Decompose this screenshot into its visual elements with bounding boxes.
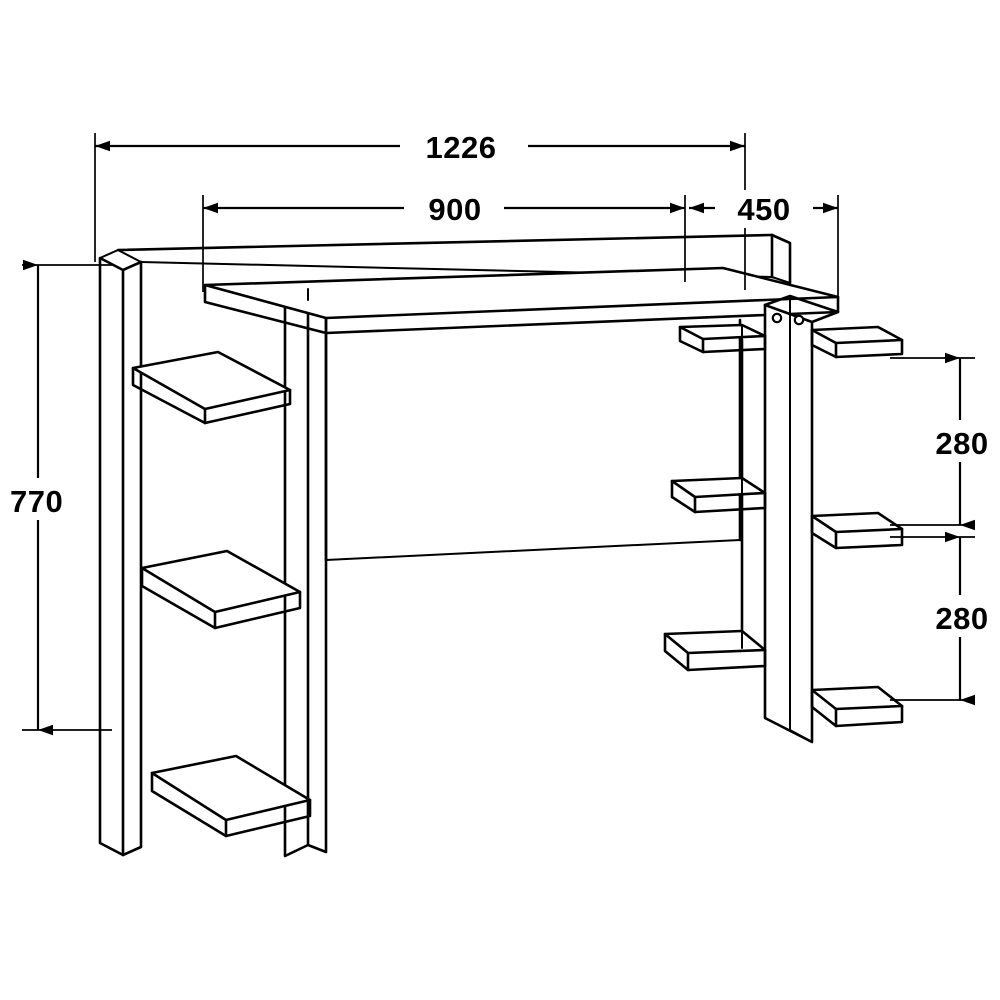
right-inner-shelf-upper [678,323,767,354]
dimension-label-overall-width: 1226 [426,130,497,165]
mounting-hole-2 [793,314,805,326]
dimension-label-desk-width: 900 [428,192,481,227]
left-outer-panel [98,249,143,857]
right-outer-shelf-upper [810,325,904,359]
left-shelf-middle [140,549,302,630]
right-outer-shelf-middle [810,511,904,550]
dimension-annotations: 1226 900 450 770 [6,128,1000,736]
dimension-label-overall-height: 770 [10,484,63,519]
dimension-label-right-section-width: 450 [737,192,790,227]
dimension-label-shelf-gap-lower: 280 [935,601,988,636]
left-shelf-bottom [150,754,312,838]
right-inner-shelf-middle [670,476,767,514]
dimension-desk-width: 900 [202,190,686,292]
right-inner-shelf-bottom [663,629,767,672]
left-shelf-upper [131,350,292,425]
desk-apron-panel [307,288,742,562]
dimension-right-section-width: 450 [689,190,839,300]
dimension-shelf-gap-upper: 280 [890,352,1000,531]
dimension-overall-width: 1226 [94,128,746,290]
dimension-label-shelf-gap-upper: 280 [935,426,988,461]
left-inner-divider-panel [283,287,328,858]
mounting-hole-1 [771,312,783,324]
furniture-body [98,233,904,858]
right-outer-shelf-bottom [810,685,904,728]
dimension-shelf-gap-lower: 280 [890,531,1000,706]
dimension-overall-height: 770 [6,259,112,736]
right-center-panel [763,294,840,744]
